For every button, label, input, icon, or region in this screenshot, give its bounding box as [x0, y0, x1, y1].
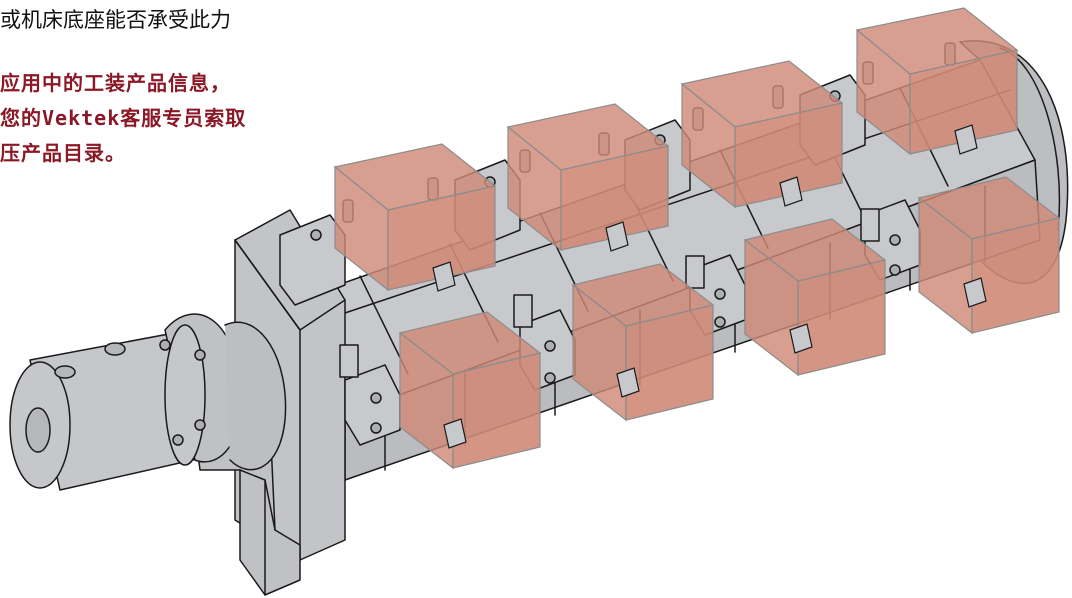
workpiece-top-2 [506, 103, 670, 252]
rotary-shaft [9, 313, 287, 491]
note-line-1: 应用中的工装产品信息， [0, 71, 231, 95]
note-line-2: 您的Vektek客服专员索取 [0, 106, 247, 130]
workpiece-top-4 [855, 7, 1019, 156]
note-line-3: 压产品目录。 [0, 141, 126, 165]
heading-text: 或机床底座能否承受此力 [0, 8, 231, 32]
workpiece-bottom-1 [398, 311, 542, 470]
workpiece-top-3 [680, 60, 844, 209]
workpiece-clamps [432, 124, 987, 449]
workpiece-bottom-4 [917, 176, 1061, 335]
workpiece-bottom-2 [571, 263, 715, 422]
workpieces [333, 7, 1061, 470]
product-info-note: 应用中的工装产品信息， 您的Vektek客服专员索取 压产品目录。 [0, 66, 246, 171]
workpiece-top-1 [333, 143, 497, 292]
workpiece-bottom-3 [743, 218, 887, 377]
front-side-clamps [339, 199, 921, 446]
